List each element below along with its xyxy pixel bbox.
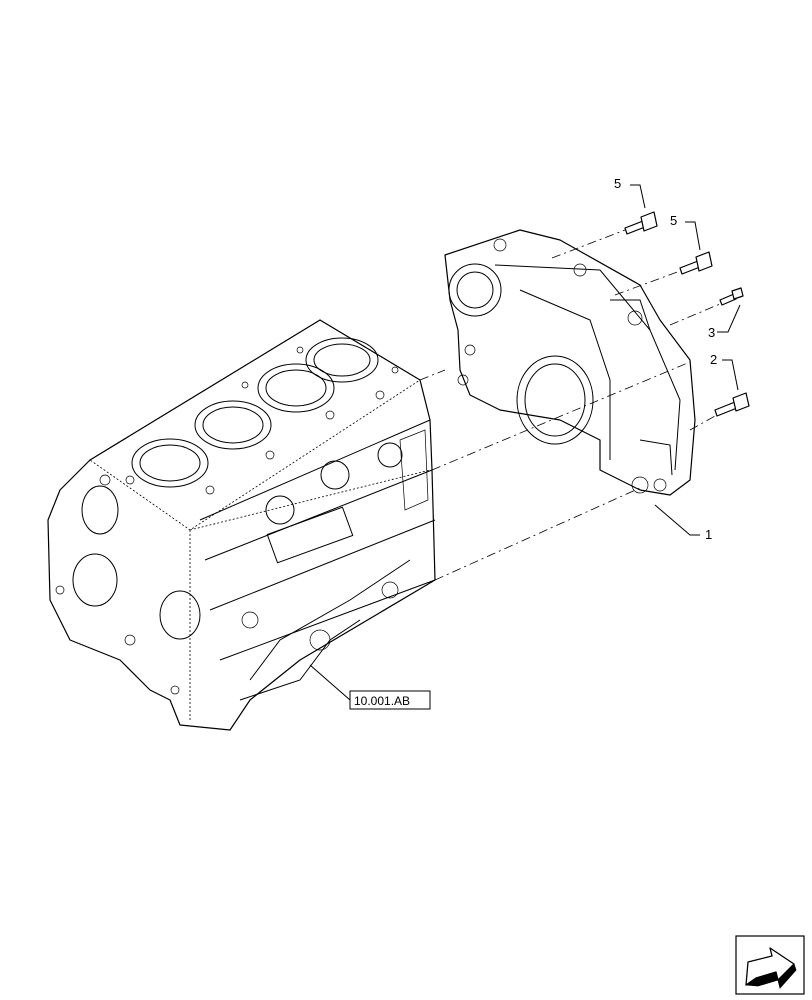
reference-label[interactable]: 10.001.AB [354, 694, 410, 708]
callout-2: 2 [710, 352, 717, 367]
bolt-2 [714, 392, 750, 417]
callout-1: 1 [705, 527, 712, 542]
reference-label-box[interactable]: 10.001.AB [349, 690, 431, 710]
engine-block [47, 319, 436, 731]
bolt-3 [719, 287, 744, 306]
assembly-centerlines [419, 229, 721, 581]
timing-cover-housing [444, 229, 696, 496]
bolt-5-b [679, 251, 713, 275]
callout-5-top: 5 [614, 176, 621, 191]
arrow-icon[interactable] [735, 935, 805, 995]
bolt-5-a [624, 211, 658, 235]
callout-3: 3 [708, 325, 715, 340]
callout-5-second: 5 [670, 213, 677, 228]
